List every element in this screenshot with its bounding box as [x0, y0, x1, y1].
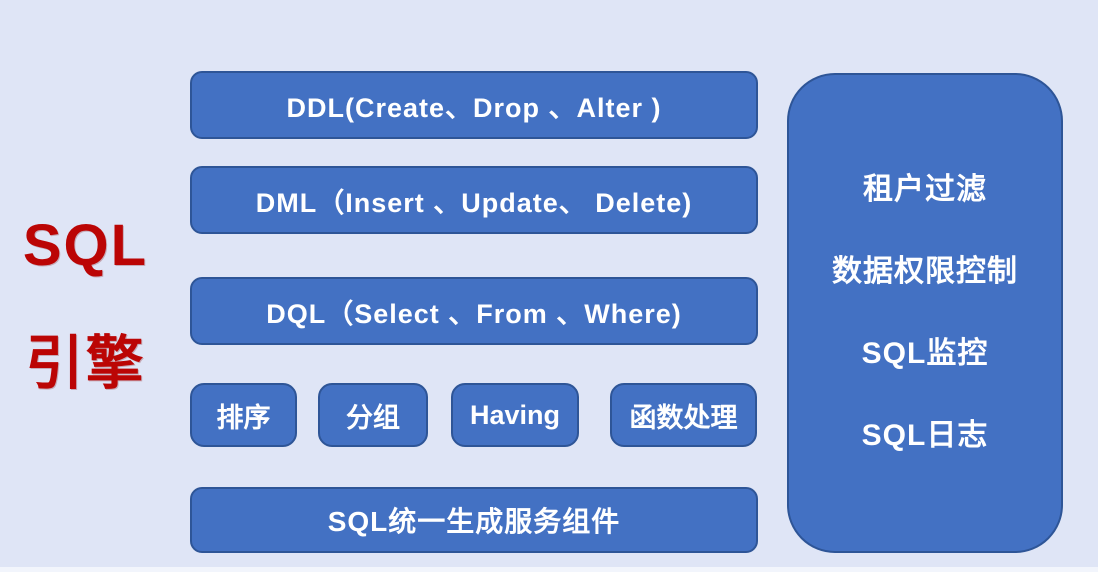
dml-box: DML（Insert 、Update、 Delete) — [190, 166, 758, 234]
governance-panel: 租户过滤 数据权限控制 SQL监控 SQL日志 — [787, 73, 1063, 553]
function-box-label: 函数处理 — [629, 402, 738, 433]
diagram-title-sql: SQL — [22, 213, 149, 278]
sql-generation-box: SQL统一生成服务组件 — [190, 487, 758, 553]
panel-item-data-permission: 数据权限控制 — [832, 255, 1018, 288]
dml-box-label: DML（Insert 、Update、 Delete) — [255, 187, 693, 218]
bottom-edge-strip — [0, 567, 1098, 572]
having-box: Having — [451, 383, 579, 447]
dql-box: DQL（Select 、From 、Where) — [190, 277, 758, 345]
having-box-label: Having — [469, 399, 561, 430]
panel-item-sql-monitor: SQL监控 — [861, 337, 989, 370]
panel-item-sql-log: SQL日志 — [861, 419, 989, 452]
group-box: 分组 — [318, 383, 428, 447]
ddl-box-label: DDL(Create、Drop 、Alter ) — [286, 92, 662, 123]
sort-box-label: 排序 — [216, 402, 271, 433]
group-box-label: 分组 — [346, 402, 400, 433]
dql-box-label: DQL（Select 、From 、Where) — [266, 298, 682, 329]
panel-item-tenant-filter: 租户过滤 — [863, 173, 987, 206]
diagram-title-engine: 引擎 — [25, 331, 146, 396]
sort-box: 排序 — [190, 383, 297, 447]
function-box: 函数处理 — [610, 383, 757, 447]
sql-generation-box-label: SQL统一生成服务组件 — [327, 506, 621, 537]
ddl-box: DDL(Create、Drop 、Alter ) — [190, 71, 758, 139]
